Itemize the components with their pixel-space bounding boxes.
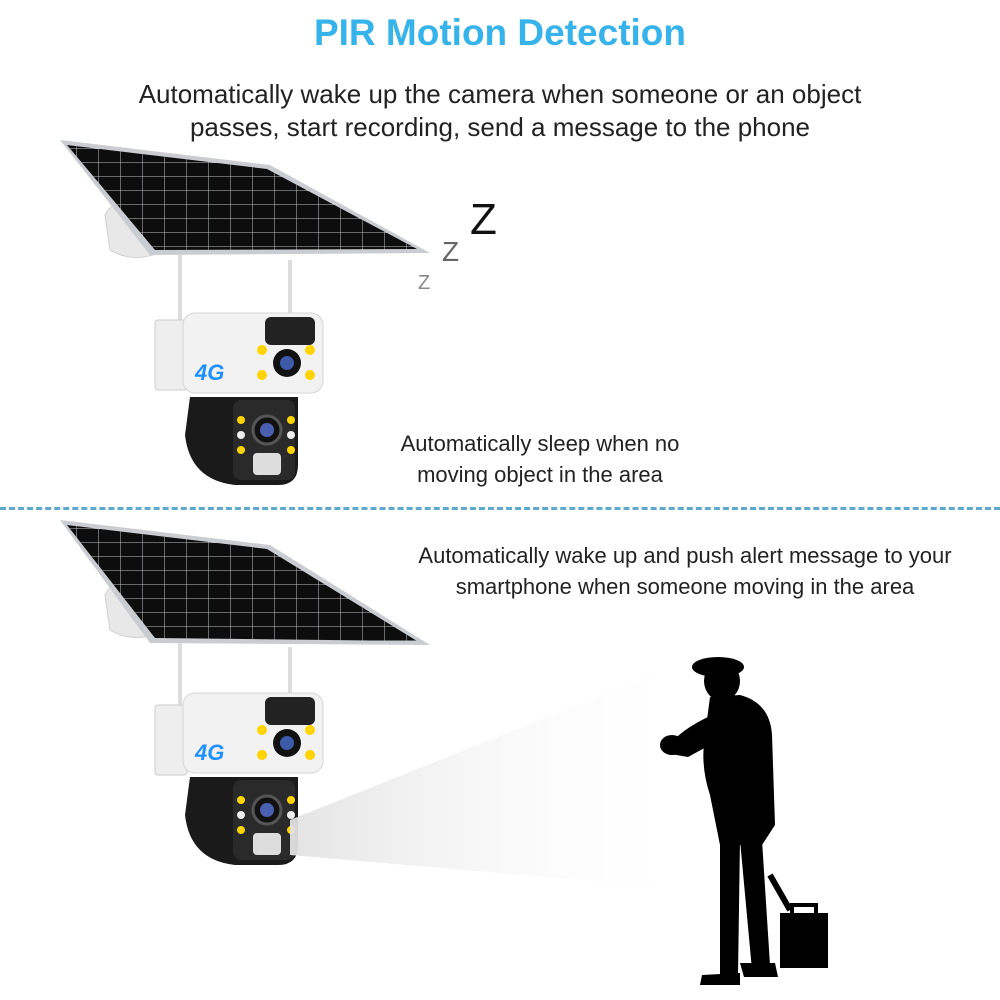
sleep-caption: Automatically sleep when no moving objec… [400, 431, 680, 487]
section-divider [0, 507, 1000, 510]
sleep-z-large: Z [470, 195, 497, 244]
solar-camera-wake-illustration: 4G [60, 520, 430, 865]
detection-beam [290, 640, 710, 900]
solar-camera-wake: 4G [55, 515, 445, 875]
detection-beam-shape [290, 660, 700, 890]
solar-camera-sleep-illustration: 4G [60, 140, 430, 485]
camera-badge-4g-top: 4G [194, 360, 224, 385]
person-silhouette [640, 645, 840, 990]
solar-camera-sleep: 4G [55, 135, 445, 495]
camera-badge-4g-bottom: 4G [194, 740, 224, 765]
sleep-z-medium: Z [442, 236, 460, 267]
sleep-z-small: Z [418, 272, 431, 294]
person-silhouette-figure [660, 657, 828, 985]
page-subtitle: Automatically wake up the camera when so… [138, 79, 862, 142]
wake-caption: Automatically wake up and push alert mes… [418, 543, 952, 599]
page-title: PIR Motion Detection [313, 12, 687, 53]
